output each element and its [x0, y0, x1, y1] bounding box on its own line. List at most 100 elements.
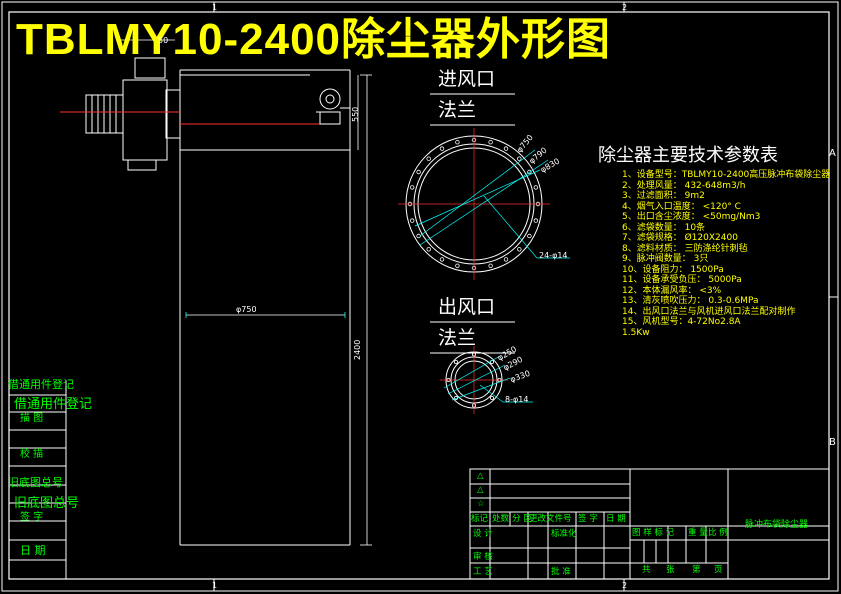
params-title: 除尘器主要技术参数表 — [598, 145, 778, 166]
grid-row-a: A — [829, 148, 836, 159]
side-table-row: 日 期 — [20, 544, 46, 557]
param-item: 5、出口含尘浓度： <50mg/Nm3 — [622, 212, 761, 222]
bolt-hole — [453, 359, 458, 364]
header-cell: 标记 — [471, 514, 489, 524]
bolt-hole — [503, 146, 509, 151]
param-item: 4、烟气入口温度： <120° C — [622, 201, 741, 212]
param-item: 11、设备承受负压： 5000Pa — [622, 275, 742, 285]
stage-header-cell: 重 量 — [688, 528, 708, 538]
bolt-hole — [488, 263, 493, 268]
bolt-hole — [439, 257, 445, 262]
side-table-row: 描 图 — [20, 413, 44, 424]
param-item: 15、风机型号：4-72No2.8A — [622, 317, 741, 327]
side-table-row: 旧底图总号 — [14, 496, 80, 511]
inlet-flange-label: 法兰 — [438, 99, 477, 121]
inlet-dim-holes: 24-φ14 — [539, 251, 568, 260]
sheet-cell: 第 — [692, 565, 701, 575]
outlet-dim-holes: 8-φ14 — [505, 395, 529, 404]
title-block — [469, 468, 830, 580]
bolt-hole — [533, 218, 538, 223]
side-table — [9, 380, 67, 579]
bolt-hole — [426, 247, 431, 252]
sheet-cell: 页 — [714, 565, 723, 575]
revision-mark: △ — [477, 485, 484, 495]
review-label: 审 核 — [473, 552, 493, 562]
param-item: 13、清灰喷吹压力： 0.3-0.6MPa — [622, 296, 759, 306]
bolt-hole — [426, 156, 431, 161]
bolt-hole — [517, 247, 522, 252]
param-item: 9、脉冲阀数量： 3只 — [622, 254, 709, 264]
dim-body-diameter: φ750 — [236, 305, 257, 314]
param-item: 12、本体漏风率： <3% — [622, 285, 722, 296]
bolt-hole — [488, 139, 493, 145]
param-item: 7、滤袋规格： Ø120X2400 — [622, 233, 738, 243]
header-cell: 处数 — [492, 514, 510, 524]
approve-label: 批 准 — [551, 567, 571, 577]
revision-mark: △ — [477, 471, 484, 481]
side-table-row: 借通用件登记 — [14, 397, 93, 412]
stage-header-cell: 比 例 — [708, 528, 728, 538]
bolt-hole — [533, 185, 538, 190]
grid-col-1-top: 1 — [212, 3, 218, 12]
standard-label: 标准化 — [551, 529, 577, 539]
grid-col-1-bottom: 1 — [212, 581, 218, 590]
bolt-hole — [503, 257, 509, 262]
side-table-row: 借通用件登记 — [8, 378, 74, 391]
param-item: 3、过滤面积： 9m2 — [622, 191, 705, 201]
side-table-row: 校 描 — [20, 449, 44, 460]
outlet-label: 出风口 — [438, 296, 496, 318]
dim-top-height: 550 — [351, 106, 360, 122]
inner-frame — [8, 11, 830, 580]
grid-col-2-top: 2 — [622, 3, 628, 12]
bolt-hole — [527, 169, 532, 175]
outlet-flange-label: 法兰 — [438, 327, 477, 349]
param-item: 10、设备阻力： 1500Pa — [622, 264, 724, 275]
bolt-hole — [416, 233, 421, 239]
dim-top-width: 50 — [158, 36, 169, 45]
bolt-hole — [439, 146, 445, 151]
elevation-dimensions — [120, 39, 372, 546]
header-cell: 日 期 — [606, 514, 626, 524]
param-item: 1.5Kw — [622, 327, 650, 338]
param-item: 2、处理风量： 432-648m3/h — [622, 180, 746, 191]
param-item: 14、出风口法兰与风机进风口法兰配对制作 — [622, 306, 796, 317]
bolt-hole — [455, 139, 460, 145]
header-cell: 签 字 — [578, 514, 598, 524]
drawing-name: 脉冲布袋除尘器 — [745, 520, 809, 530]
dust-collector-body — [179, 69, 351, 546]
grid-row-b: B — [829, 437, 836, 448]
param-item: 1、设备型号：TBLMY10-2400高压脉冲布袋除尘器 — [622, 170, 831, 180]
param-item: 6、滤袋数量： 10条 — [622, 222, 706, 233]
fan-motor — [85, 57, 181, 171]
bolt-hole — [489, 395, 494, 400]
bolt-hole — [527, 233, 532, 239]
param-item: 8、滤料材质： 三防涤纶针刺毡 — [622, 243, 748, 254]
revision-mark: ☆ — [477, 499, 485, 509]
outlet-flange — [440, 346, 533, 414]
stage-header-cell: 图 样 标 记 — [632, 528, 675, 538]
design-label: 设 计 — [473, 529, 493, 539]
grid-col-2-bottom: 2 — [622, 581, 628, 590]
sheet-cell: 张 — [666, 565, 675, 575]
header-cell: 更改文件号 — [529, 514, 572, 524]
center-lines — [60, 111, 330, 125]
drawing-title: TBLMY10-2400除尘器外形图 — [16, 15, 612, 64]
bolt-hole — [410, 185, 415, 190]
bolt-hole — [416, 169, 421, 175]
side-table-row: 签 字 — [20, 512, 44, 523]
header-cell: 分 区 — [512, 514, 532, 524]
sheet-cell: 共 — [642, 565, 651, 575]
side-table-row: 旧底图总号 — [8, 476, 63, 489]
dim-total-height: 2400 — [353, 339, 362, 360]
bolt-hole — [455, 263, 460, 268]
inlet-flange — [398, 128, 570, 280]
grid-ticks — [213, 2, 838, 591]
label-underlines — [430, 93, 515, 354]
bolt-hole — [517, 156, 522, 161]
dimension-ticks — [185, 312, 346, 318]
process-label: 工 艺 — [473, 567, 493, 577]
bolt-hole — [410, 218, 415, 223]
pulse-valve — [316, 88, 350, 125]
